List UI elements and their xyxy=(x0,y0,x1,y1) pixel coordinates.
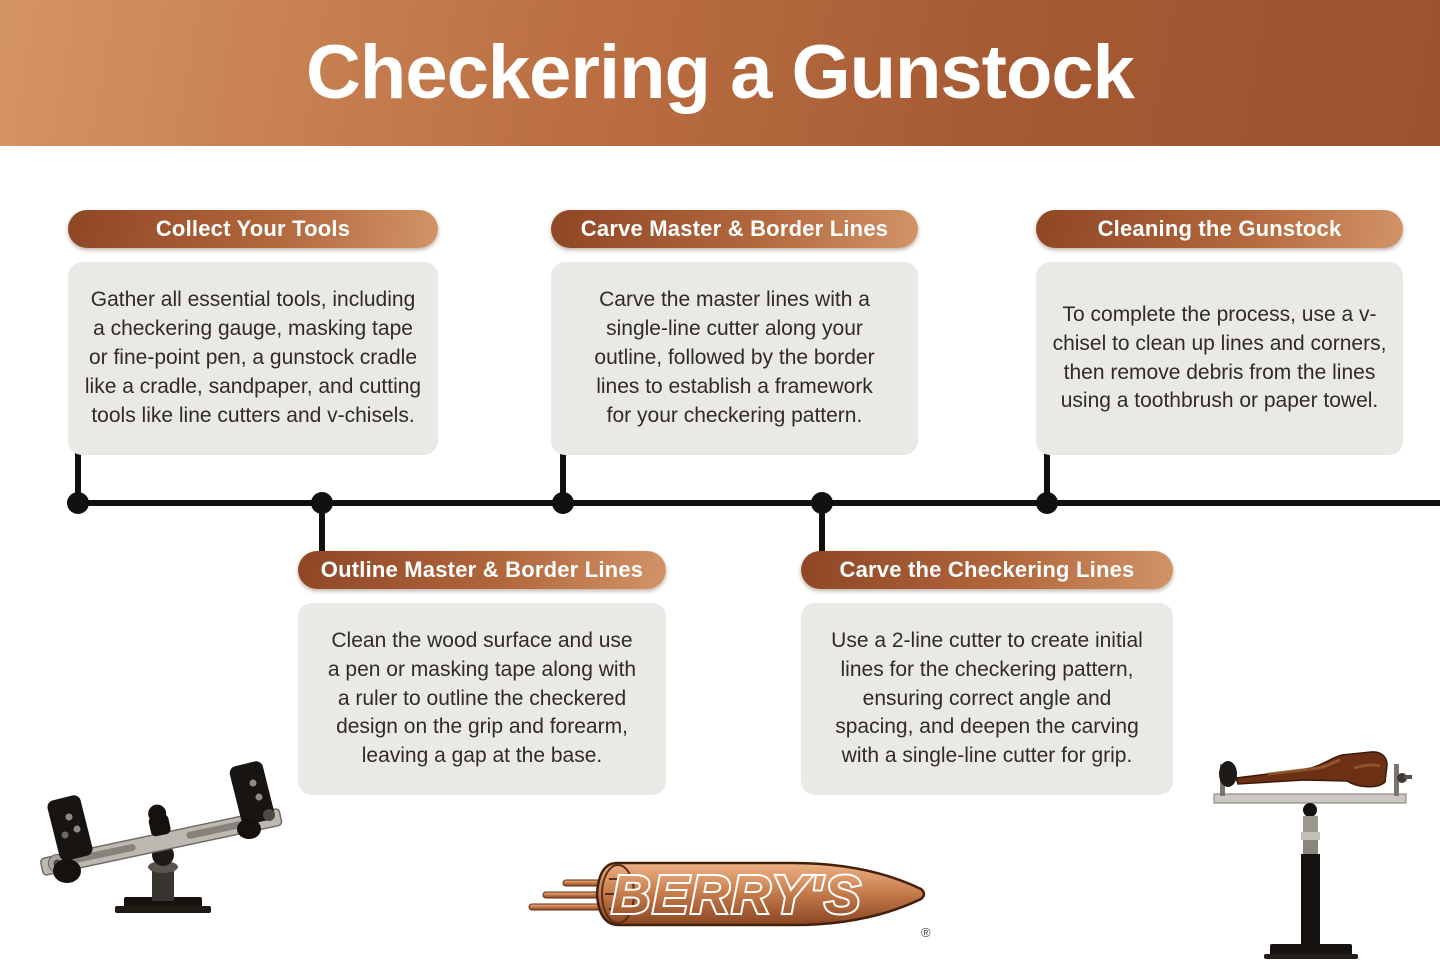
bullet-icon xyxy=(595,861,926,927)
timeline-connector-4 xyxy=(819,500,825,554)
step-description-box: Clean the wood surface and use a pen or … xyxy=(298,603,666,795)
registered-trademark-symbol: ® xyxy=(921,925,931,940)
checkering-cradle-image xyxy=(40,761,283,913)
step-description-box: To complete the process, use a v-chisel … xyxy=(1036,262,1403,455)
timeline-connector-2 xyxy=(319,500,325,554)
stand-column xyxy=(1264,803,1358,959)
step-collect-your-tools: Collect Your Tools Gather all essential … xyxy=(68,210,438,455)
step-cleaning-the-gunstock: Cleaning the Gunstock To complete the pr… xyxy=(1036,210,1403,455)
timeline-connector-1 xyxy=(75,450,81,505)
step-title-label: Cleaning the Gunstock xyxy=(1097,216,1342,241)
timeline-dot-1 xyxy=(67,492,89,514)
step-description-text: Carve the master lines with a single-lin… xyxy=(594,288,875,427)
brand-wordmark: BERRY'S xyxy=(612,865,863,925)
step-carve-master-border-lines: Carve Master & Border Lines Carve the ma… xyxy=(551,210,918,455)
gunstock-stand-image xyxy=(1213,751,1412,959)
berrys-logo: BERRY'S ® xyxy=(528,861,931,940)
timeline-line xyxy=(78,500,1440,506)
timeline-dot-3 xyxy=(552,492,574,514)
timeline-dot-2 xyxy=(311,492,333,514)
page-title: Checkering a Gunstock xyxy=(306,30,1135,115)
step-description-box: Gather all essential tools, including a … xyxy=(68,262,438,455)
step-title-pill: Collect Your Tools xyxy=(68,210,438,248)
step-carve-the-checkering-lines: Carve the Checkering Lines Use a 2-line … xyxy=(801,551,1173,795)
cradle-base xyxy=(115,844,211,913)
timeline-connector-5 xyxy=(1044,450,1050,505)
step-description-box: Carve the master lines with a single-lin… xyxy=(551,262,918,455)
cradle-left-clamp xyxy=(47,795,93,883)
timeline-connector-3 xyxy=(560,450,566,505)
step-title-pill: Carve Master & Border Lines xyxy=(551,210,918,248)
step-outline-master-border-lines: Outline Master & Border Lines Clean the … xyxy=(298,551,666,795)
step-title-pill: Outline Master & Border Lines xyxy=(298,551,666,589)
timeline-dot-4 xyxy=(811,492,833,514)
step-description-text: Use a 2-line cutter to create initial li… xyxy=(831,628,1143,768)
gunstock-wood xyxy=(1234,751,1388,788)
step-title-pill: Carve the Checkering Lines xyxy=(801,551,1173,589)
step-title-label: Collect Your Tools xyxy=(155,216,351,241)
header-banner: Checkering a Gunstock xyxy=(0,0,1440,146)
step-title-label: Carve the Checkering Lines xyxy=(839,557,1135,582)
timeline-dot-5 xyxy=(1036,492,1058,514)
step-title-pill: Cleaning the Gunstock xyxy=(1036,210,1403,248)
step-description-text: To complete the process, use a v-chisel … xyxy=(1052,302,1387,413)
step-description-text: Clean the wood surface and use a pen or … xyxy=(327,628,637,768)
cradle-right-clamp xyxy=(229,761,275,839)
step-description-text: Gather all essential tools, including a … xyxy=(84,288,422,427)
step-title-label: Carve Master & Border Lines xyxy=(580,216,889,241)
step-description-box: Use a 2-line cutter to create initial li… xyxy=(801,603,1173,795)
step-title-label: Outline Master & Border Lines xyxy=(320,557,644,582)
